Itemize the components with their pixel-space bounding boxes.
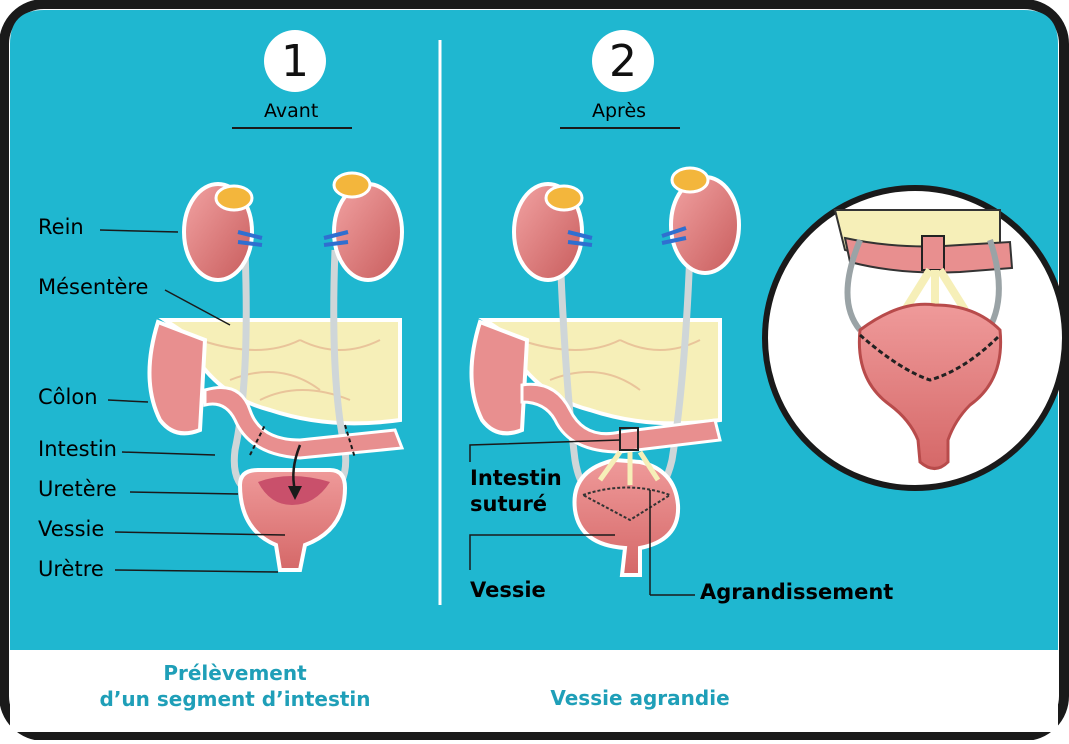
right-colon <box>471 322 527 433</box>
step-2-number: 2 <box>609 36 637 87</box>
caption-left-line1: Prélèvement <box>90 660 380 686</box>
heading-apres: Après <box>592 100 646 122</box>
label-vessie: Vessie <box>38 517 104 541</box>
label-uretre: Urètre <box>38 557 104 581</box>
step-1-circle: 1 <box>264 30 326 92</box>
zoom-circle <box>765 188 1065 488</box>
caption-right: Vessie agrandie <box>530 685 750 711</box>
label-uretere: Uretère <box>38 477 117 501</box>
label-intestin-suture-1: Intestin <box>470 466 562 490</box>
step-1-number: 1 <box>281 36 309 87</box>
label-agrandissement: Agrandissement <box>700 580 893 604</box>
label-mesentere: Mésentère <box>38 275 148 299</box>
caption-left: Prélèvement d’un segment d’intestin <box>90 660 380 712</box>
label-vessie-right: Vessie <box>470 578 546 602</box>
caption-left-line2: d’un segment d’intestin <box>90 686 380 712</box>
left-colon <box>149 322 205 433</box>
label-intestin-suture-2: suturé <box>470 492 547 516</box>
label-intestin: Intestin <box>38 437 117 461</box>
label-colon: Côlon <box>38 385 98 409</box>
heading-avant: Avant <box>264 100 318 122</box>
label-rein: Rein <box>38 215 84 239</box>
step-2-circle: 2 <box>592 30 654 92</box>
